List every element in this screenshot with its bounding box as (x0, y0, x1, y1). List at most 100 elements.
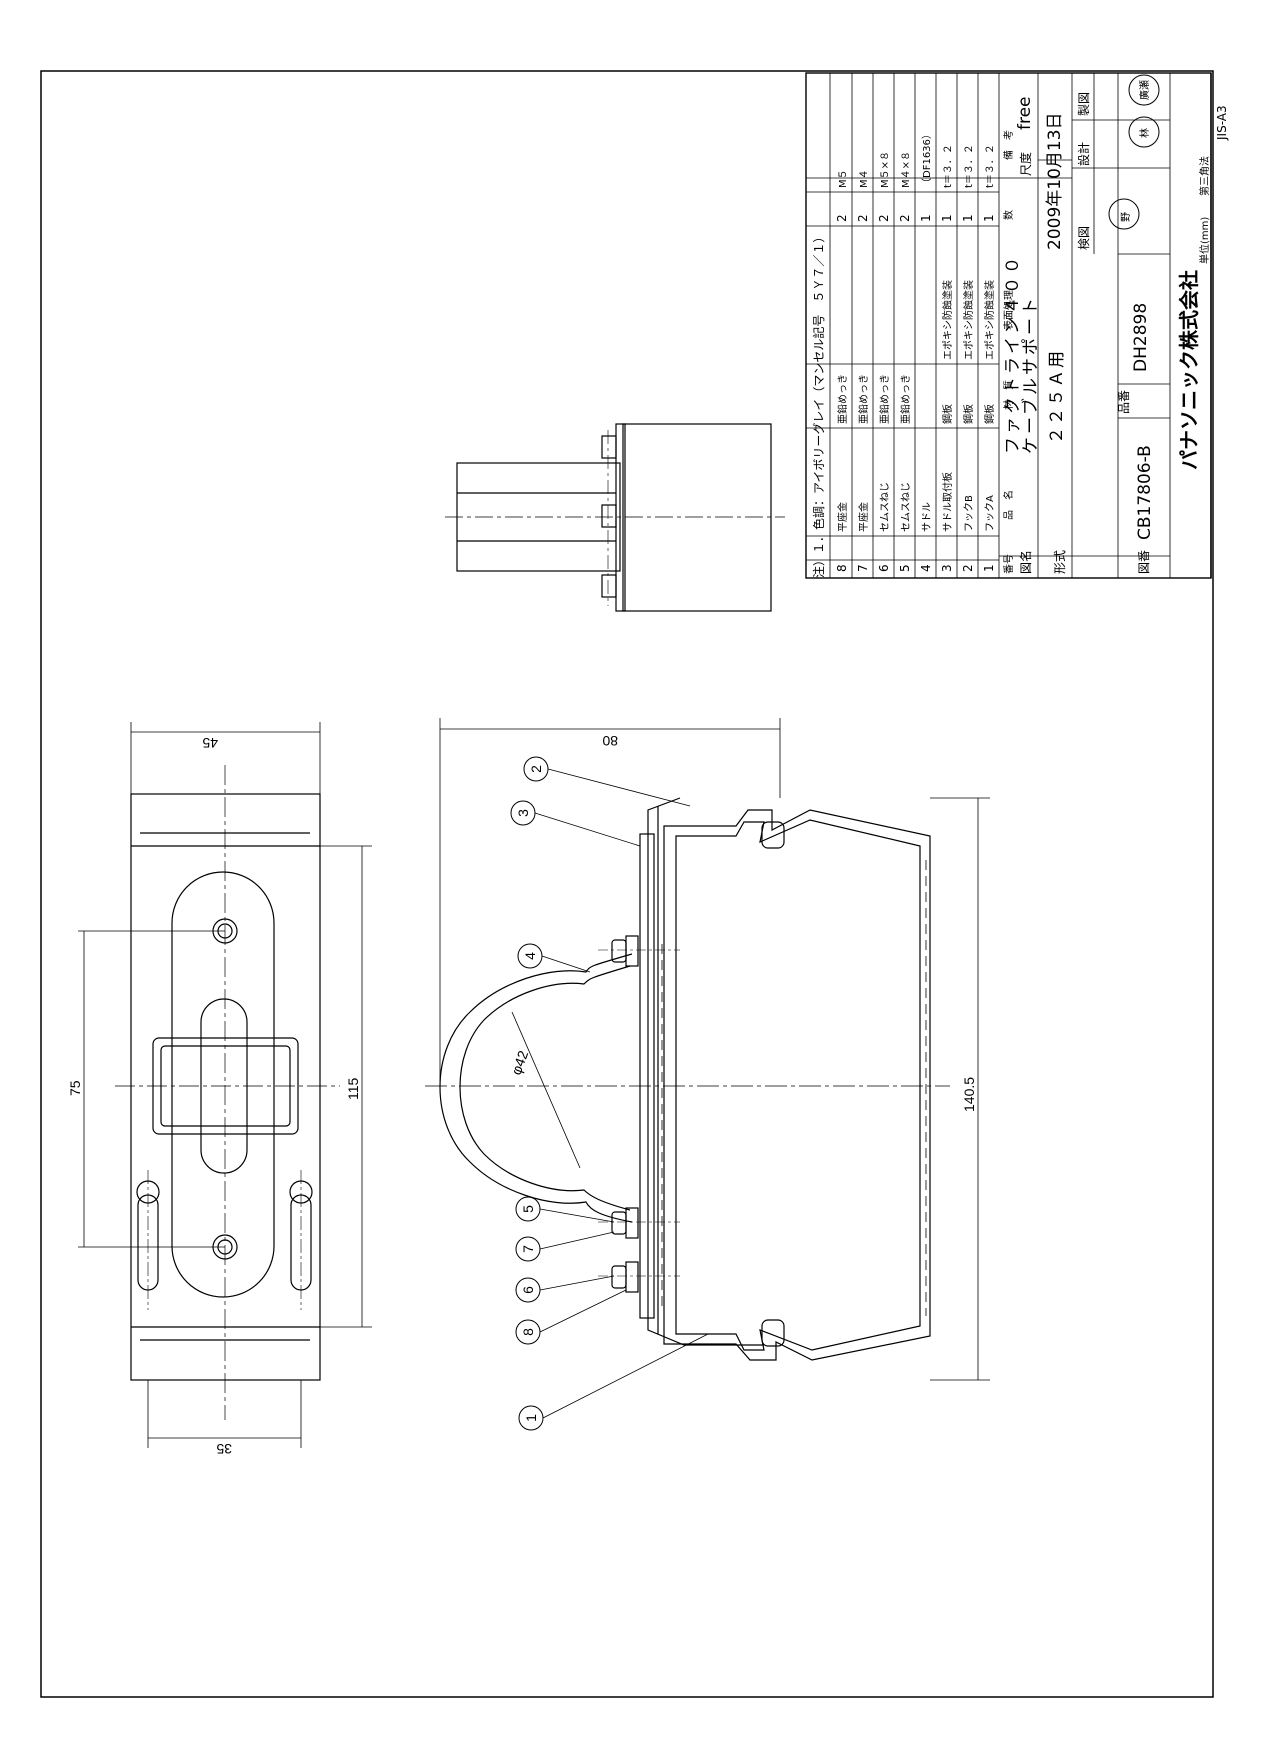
header-qty: 数 (1002, 210, 1015, 220)
balloon-circle (523, 756, 549, 782)
part-name: フックB (963, 495, 975, 532)
part-qty: 1 (982, 214, 996, 222)
balloon-leader (541, 955, 591, 973)
part-finish: エポキシ防蝕塗装 (962, 280, 975, 360)
balloon-number: 4 (522, 952, 538, 960)
part-remarks: （DF1636） (921, 129, 933, 188)
part-material: 亜鉛めっき (899, 374, 912, 424)
stamp-design-text: 林 (1138, 128, 1151, 138)
part-no: 6 (877, 564, 891, 572)
balloon-leader (542, 1333, 709, 1419)
label-part-no: 品番 (1117, 390, 1131, 414)
dim-saddle-diameter: φ42 (508, 1048, 532, 1077)
balloon-circle (510, 800, 536, 826)
balloon-circle (517, 943, 543, 969)
dim-side-width-top: 45 (202, 735, 218, 751)
part-name: フックA (984, 495, 996, 532)
dim-side-hole-pitch: 75 (67, 1080, 83, 1096)
part-remarks: t＝３．２ (985, 144, 996, 188)
part-name: 平座金 (836, 502, 849, 532)
title-block-text: 注）１．色調：アイボリーグレイ（マンセル記号 ５Ｙ７／１） 1 フックA 鋼板 エポキ… (811, 92, 1229, 578)
stamp-draft (1128, 74, 1160, 106)
top-view (445, 423, 785, 612)
part-qty: 2 (898, 214, 912, 222)
balloon-leader (539, 1275, 615, 1291)
stamp-design (1128, 116, 1160, 148)
balloon-number: 8 (520, 1328, 536, 1336)
part-name: セムスねじ (879, 482, 891, 532)
standard-label: JIS-A3 (1215, 105, 1229, 141)
part-remarks: t＝３．２ (943, 144, 954, 188)
label-draft: 製図 (1077, 92, 1091, 116)
part-no: 1 (982, 564, 996, 572)
part-material: 鋼板 (941, 404, 954, 424)
parts-table: 1フックA鋼板エポキシ防蝕塗装1t＝３．２2フックB鋼板エポキシ防蝕塗装1t＝３… (835, 129, 996, 572)
label-drawing-no: 図番 (1137, 550, 1151, 574)
label-scale: 尺度 (1018, 152, 1033, 176)
part-material: 鋼板 (983, 404, 996, 424)
part-qty: 2 (877, 214, 891, 222)
balloon-circle (518, 1405, 544, 1431)
stamp-check (1108, 198, 1140, 230)
balloon-number: 2 (528, 765, 544, 773)
balloon-number: 5 (520, 1205, 536, 1213)
dim-front-width: 80 (602, 733, 618, 749)
drawing-name-line1: ファクトライン４００ (1003, 254, 1023, 454)
dim-front-height: 140.5 (961, 1077, 977, 1112)
part-no: 8 (835, 564, 849, 572)
balloon-number: 7 (520, 1245, 536, 1253)
part-material: 亜鉛めっき (857, 374, 870, 424)
color-note: 注）１．色調：アイボリーグレイ（マンセル記号 ５Ｙ７／１） (811, 231, 826, 578)
part-name: セムスねじ (900, 482, 912, 532)
model-value: ２２５Ａ用 (1047, 349, 1067, 444)
balloon-circle (515, 1236, 541, 1262)
part-material: 亜鉛めっき (836, 374, 849, 424)
balloon-leader (539, 1208, 615, 1223)
side-view-dimensions (78, 722, 372, 1448)
balloon-leader (539, 1231, 615, 1250)
company-name: パナソニック株式会社 (1177, 270, 1201, 470)
part-no: 3 (940, 564, 954, 572)
approval-stamps (1108, 74, 1160, 230)
label-model: 形式 (1053, 550, 1067, 574)
front-view-dimensions (439, 718, 990, 1381)
part-qty: 1 (940, 214, 954, 222)
unit-label: 単位(mm) (1198, 217, 1211, 264)
header-finish: 表面処理 (1002, 290, 1015, 330)
balloon-circle (515, 1277, 541, 1303)
part-qty: 2 (835, 214, 849, 222)
balloon-leader (534, 812, 641, 847)
stamp-draft-text: 廣瀬 (1138, 80, 1151, 100)
scale-value: free (1015, 96, 1035, 130)
header-name: 品 名 (1002, 490, 1015, 520)
dim-side-width-bottom: 35 (216, 1441, 232, 1457)
part-name: サドル取付板 (941, 472, 954, 532)
part-no: 2 (961, 564, 975, 572)
projection-label: 第三角法 (1198, 156, 1211, 196)
part-qty: 1 (919, 214, 933, 222)
drawing-name-line2: ケーブルサポート (1020, 295, 1041, 454)
part-material: 亜鉛めっき (878, 374, 891, 424)
dim-side-height: 115 (345, 1077, 361, 1100)
header-no: 番号 (1003, 554, 1015, 574)
stamp-check-text: 野 (1120, 212, 1132, 222)
side-view (115, 765, 340, 1420)
balloon-circle (515, 1319, 541, 1345)
part-name: サドル (921, 502, 933, 532)
part-material: 鋼板 (962, 404, 975, 424)
part-no: 4 (919, 564, 933, 572)
balloon-number: 6 (520, 1286, 536, 1294)
header-remarks: 備 考 (1002, 130, 1015, 160)
part-qty: 1 (961, 214, 975, 222)
balloon-leader (539, 1289, 627, 1333)
label-drawing-name: 図名 (1018, 550, 1033, 574)
part-remarks: M４×８ (901, 151, 912, 188)
balloon-circle (515, 1196, 541, 1222)
